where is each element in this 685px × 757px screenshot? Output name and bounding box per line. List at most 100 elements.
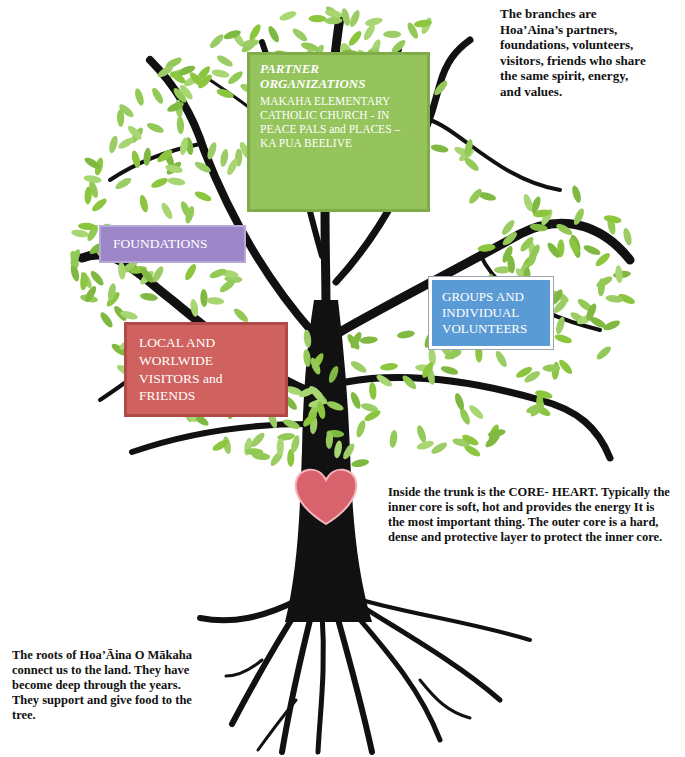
leaf	[226, 69, 245, 86]
leaf	[176, 116, 184, 134]
leaf	[159, 201, 174, 220]
leaf	[223, 28, 242, 41]
leaf	[316, 401, 327, 420]
leaf	[308, 15, 326, 23]
leaf	[133, 87, 145, 106]
visitors-box: LOCAL AND WORLWIDE VISITORS and FRIENDS	[124, 322, 288, 417]
leaf	[383, 31, 401, 39]
leaf	[119, 309, 138, 321]
box-text: GROUPS AND INDIVIDUAL VOLUNTEERS	[442, 289, 542, 338]
leaf	[98, 310, 114, 329]
leaf	[467, 187, 484, 206]
leaf	[108, 135, 120, 154]
leaf	[89, 269, 106, 287]
leaf	[615, 265, 624, 284]
root	[362, 600, 530, 640]
leaf	[349, 391, 363, 410]
leaf	[84, 186, 92, 204]
leaf	[348, 9, 362, 28]
leaf	[218, 278, 237, 295]
leaf	[341, 442, 357, 461]
leaf	[463, 156, 481, 173]
leaf	[143, 147, 152, 166]
leaf	[594, 251, 612, 268]
leaf	[146, 121, 165, 135]
leaf	[501, 230, 519, 247]
leaf	[588, 315, 607, 330]
leaf	[324, 8, 343, 19]
leaf	[139, 292, 158, 302]
volunteers-box: GROUPS AND INDIVIDUAL VOLUNTEERS	[429, 277, 553, 349]
root	[282, 612, 312, 752]
leaf	[523, 369, 542, 384]
leaf	[622, 227, 633, 246]
leaf	[155, 148, 174, 165]
leaf	[582, 243, 601, 257]
leaf	[605, 294, 624, 304]
leaf	[303, 329, 312, 348]
leaf	[389, 430, 398, 449]
leaf	[166, 100, 185, 114]
root	[318, 612, 323, 752]
leaf	[150, 86, 165, 105]
leaf	[79, 272, 88, 291]
leaf	[430, 143, 449, 154]
leaf	[467, 403, 485, 421]
leaf	[117, 261, 126, 280]
leaf	[208, 267, 227, 280]
leaf	[405, 21, 420, 40]
leaf	[114, 176, 133, 191]
leaf	[193, 160, 212, 175]
box-body: MAKAHA ELEMENTARY CATHOLIC CHURCH - IN P…	[260, 94, 418, 150]
leaf	[278, 9, 297, 22]
leaf	[90, 196, 109, 213]
leaf	[117, 109, 125, 127]
leaf	[291, 26, 310, 43]
leaf	[150, 176, 169, 190]
leaf	[325, 431, 333, 449]
leaf	[266, 25, 281, 44]
root	[200, 600, 298, 620]
box-text: FOUNDATIONS	[113, 236, 232, 252]
leaf	[420, 360, 435, 379]
leaf	[444, 348, 463, 361]
leaf	[325, 399, 344, 412]
leaf	[595, 344, 613, 361]
leaf	[130, 150, 141, 169]
box-heading: PARTNER ORGANIZATIONS	[260, 62, 418, 92]
leaf	[211, 68, 230, 79]
leaf	[301, 411, 319, 429]
root	[226, 660, 262, 676]
heart-shape	[296, 470, 357, 524]
leaf	[542, 364, 560, 372]
leaf	[282, 417, 301, 430]
leaf	[225, 157, 240, 176]
leaf	[211, 438, 230, 453]
root	[258, 700, 296, 750]
leaf	[555, 222, 574, 237]
leaf	[355, 419, 367, 438]
leaf	[83, 174, 102, 184]
leaf	[206, 297, 225, 306]
leaf	[603, 214, 622, 225]
leaf	[307, 384, 325, 401]
root	[358, 604, 500, 700]
roots-note: The roots of Hoa’Āina O Mākaha connect u…	[12, 648, 208, 723]
leaf	[216, 87, 235, 99]
leaf	[554, 333, 573, 345]
leaf	[138, 194, 149, 213]
leaf	[461, 433, 480, 448]
branch	[430, 120, 560, 190]
leaf	[501, 245, 515, 264]
leaf	[529, 401, 547, 419]
leaf	[179, 137, 190, 156]
leaf	[351, 458, 370, 469]
leaf	[430, 440, 449, 455]
leaf	[206, 141, 219, 160]
leaf	[184, 205, 196, 224]
leaf	[183, 263, 198, 282]
leaf	[487, 428, 506, 439]
leaf	[400, 373, 418, 391]
leaf	[571, 184, 583, 203]
